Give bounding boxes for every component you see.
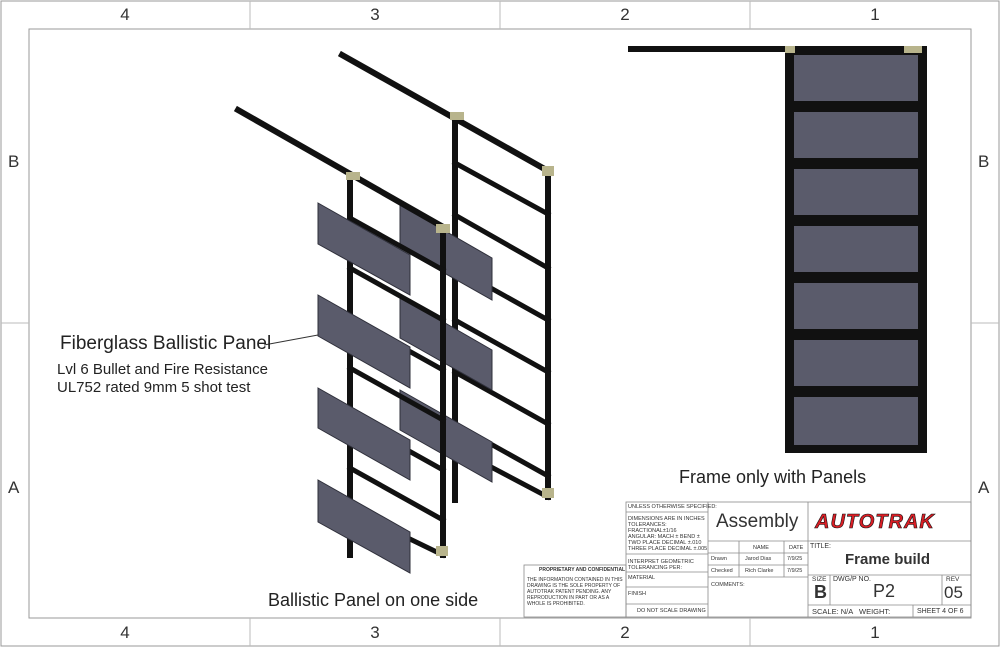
zone-row-a-left: A bbox=[8, 478, 20, 497]
dwg-no-value: P2 bbox=[873, 581, 896, 601]
dims-line-1: DIMENSIONS ARE IN INCHES bbox=[628, 516, 705, 522]
zone-row-a-right: A bbox=[978, 478, 990, 497]
connector bbox=[785, 46, 795, 53]
connector bbox=[450, 112, 464, 120]
checked-date: 7/9/25 bbox=[787, 568, 803, 574]
assembly-label: Assembly bbox=[716, 511, 799, 532]
comments-label: COMMENTS: bbox=[711, 582, 745, 588]
front-view-left-post bbox=[785, 46, 794, 452]
front-panel bbox=[794, 397, 918, 445]
checked-label: Checked bbox=[711, 568, 733, 574]
title-block-lines bbox=[523, 501, 972, 618]
connector bbox=[542, 166, 554, 176]
zone-row-b-left: B bbox=[8, 152, 20, 171]
drawn-label: Drawn bbox=[711, 556, 727, 562]
date-header: DATE bbox=[789, 545, 804, 551]
front-view-panels bbox=[794, 55, 918, 445]
dims-line-6: THREE PLACE DECIMAL ±.005 bbox=[628, 546, 708, 552]
drawn-name: Jarod Dias bbox=[745, 556, 772, 562]
proprietary-line-2: DRAWING IS THE SOLE PROPERTY OF bbox=[527, 583, 621, 589]
front-view-rails bbox=[794, 101, 918, 397]
interpret-line-2: TOLERANCING PER: bbox=[628, 565, 682, 571]
front-rail bbox=[794, 272, 918, 283]
iso-view-assembly bbox=[233, 50, 555, 574]
front-view-label: Frame only with Panels bbox=[679, 467, 867, 487]
callout-title: Fiberglass Ballistic Panel bbox=[60, 333, 272, 354]
iso-connectors bbox=[346, 112, 554, 556]
dims-line-4: ANGULAR: MACH ± BEND ± bbox=[628, 534, 700, 540]
zone-row-b-right: B bbox=[978, 152, 990, 171]
connector bbox=[542, 488, 554, 498]
connector bbox=[346, 172, 360, 180]
front-view-top-beam bbox=[628, 46, 790, 52]
proprietary-line-1: THE INFORMATION CONTAINED IN THIS bbox=[527, 577, 623, 583]
callout-spec-line-1: Lvl 6 Bullet and Fire Resistance bbox=[57, 361, 268, 378]
size-value: B bbox=[814, 582, 827, 602]
zone-col-3-bottom: 3 bbox=[370, 623, 380, 642]
dims-line-3: FRACTIONAL±1/16 bbox=[628, 528, 677, 534]
do-not-scale-label: DO NOT SCALE DRAWING bbox=[637, 608, 706, 614]
proprietary-title: PROPRIETARY AND CONFIDENTIAL bbox=[539, 567, 626, 573]
zone-col-2-bottom: 2 bbox=[620, 623, 630, 642]
interpret-line-1: INTERPRET GEOMETRIC bbox=[628, 559, 694, 565]
front-panel bbox=[794, 283, 918, 329]
callout-spec-line-2: UL752 rated 9mm 5 shot test bbox=[57, 379, 251, 396]
front-rail bbox=[794, 158, 918, 169]
front-panel bbox=[794, 226, 918, 272]
iso-view-label: Ballistic Panel on one side bbox=[268, 590, 479, 610]
connector bbox=[436, 546, 448, 556]
zone-col-4-bottom: 4 bbox=[120, 623, 130, 642]
front-panel bbox=[794, 55, 918, 101]
front-rail bbox=[794, 215, 918, 226]
front-view-right-post bbox=[918, 46, 927, 452]
zone-col-4-top: 4 bbox=[120, 5, 130, 24]
unless-specified-label: UNLESS OTHERWISE SPECIFIED: bbox=[628, 504, 717, 510]
autotrak-logo: AUTOTRAK bbox=[815, 511, 935, 534]
iso-front-panels bbox=[317, 202, 411, 574]
dims-line-5: TWO PLACE DECIMAL ±.010 bbox=[628, 540, 702, 546]
zone-col-2-top: 2 bbox=[620, 5, 630, 24]
zone-col-1-bottom: 1 bbox=[870, 623, 880, 642]
drawn-date: 7/9/25 bbox=[787, 556, 803, 562]
dwg-no-label: DWG/P NO. bbox=[833, 576, 871, 583]
dims-line-2: TOLERANCES: bbox=[628, 522, 667, 528]
drawing-title: Frame build bbox=[845, 551, 931, 568]
front-view-connectors bbox=[785, 46, 922, 53]
proprietary-line-5: WHOLE IS PROHIBITED. bbox=[527, 601, 585, 607]
front-panel bbox=[794, 340, 918, 386]
rev-label: REV bbox=[946, 576, 960, 583]
size-label: SIZE bbox=[812, 576, 827, 583]
iso-panel bbox=[317, 202, 411, 296]
callout-leader bbox=[263, 334, 319, 346]
front-rail bbox=[794, 386, 918, 397]
zone-col-1-top: 1 bbox=[870, 5, 880, 24]
sheet-label: SHEET 4 OF 6 bbox=[917, 608, 964, 615]
name-header: NAME bbox=[753, 545, 769, 551]
material-label: MATERIAL bbox=[628, 575, 656, 581]
connector bbox=[904, 46, 922, 53]
iso-panel bbox=[317, 294, 411, 389]
zone-col-3-top: 3 bbox=[370, 5, 380, 24]
front-view-bottom-rail bbox=[785, 445, 927, 453]
front-panel bbox=[794, 112, 918, 158]
front-view-frame bbox=[628, 46, 927, 453]
iso-panel bbox=[317, 479, 411, 574]
iso-panel bbox=[317, 387, 411, 481]
connector bbox=[436, 224, 450, 233]
front-rail bbox=[794, 329, 918, 340]
checked-name: Rich Clarke bbox=[745, 568, 774, 574]
front-rail bbox=[794, 101, 918, 112]
scale-label: SCALE: N/A bbox=[812, 607, 854, 616]
front-panel bbox=[794, 169, 918, 215]
front-view-header bbox=[785, 46, 927, 55]
proprietary-line-3: AUTOTRAK PATENT PENDING. ANY bbox=[527, 589, 612, 595]
proprietary-line-4: REPRODUCTION IN PART OR AS A bbox=[527, 595, 610, 601]
finish-label: FINISH bbox=[628, 591, 647, 597]
weight-label: WEIGHT: bbox=[859, 607, 891, 616]
rev-value: 05 bbox=[944, 583, 963, 602]
title-label: TITLE: bbox=[810, 543, 832, 550]
